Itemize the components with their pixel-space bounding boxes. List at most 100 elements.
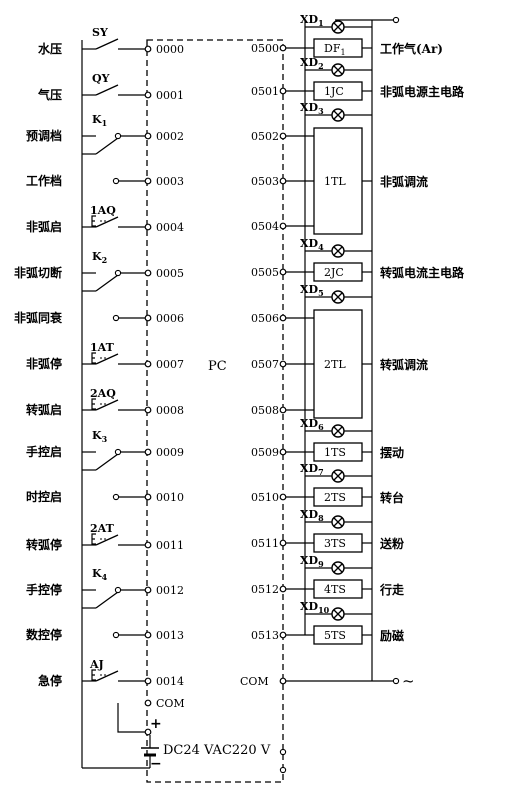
output-device-label: 2TS [324,491,346,504]
input-label: 气压 [37,87,62,102]
output-address: 0511 [251,537,279,550]
output-terminal [279,132,287,140]
input-address: 0001 [156,89,184,102]
input-terminal [144,91,152,99]
input-terminal [144,45,152,53]
input-row: 转弧停 0011 2AT [26,522,184,552]
contact-blade [95,216,119,228]
input-terminal [144,360,152,368]
contact-blade [95,353,119,365]
device-label: 2AQ [90,387,116,400]
input-terminal [144,586,152,594]
input-label: 非弧启 [26,219,62,234]
device-label: SY [92,26,108,39]
output-device-label: 3TS [324,537,346,550]
output-terminal [279,448,287,456]
input-address: 0005 [156,267,184,280]
input-label: 手控停 [26,582,62,597]
output-address: 0513 [251,629,279,642]
toggle-switch-arm [95,453,119,471]
output-address: 0510 [251,491,279,504]
contact-blade [95,670,119,682]
output-address: 0508 [251,404,279,417]
input-address: 0013 [156,629,184,642]
output-function: 行走 [379,582,404,597]
output-address: 0512 [251,583,279,596]
input-label: 时控启 [26,489,62,504]
device-label: K4 [92,567,108,582]
input-terminal [144,314,152,322]
indicator-label: XD10 [300,600,330,615]
input-row: 水压 0000 SY [38,26,184,56]
input-address: 0000 [156,43,184,56]
output-function: 非弧电源主电路 [380,84,465,99]
input-label: 工作档 [26,173,62,188]
switch-contact [112,314,120,322]
input-terminal [144,223,152,231]
contact-blade [95,534,119,546]
output-terminal [279,360,287,368]
output-row: 0504 [251,220,314,233]
output-row: 0508 [251,404,314,417]
toggle-switch-arm [95,137,119,155]
indicator-label: XD3 [300,101,324,116]
switch-contact [112,631,120,639]
contact-blade [95,38,119,50]
input-label: 非弧切断 [14,265,62,280]
output-terminal [279,314,287,322]
output-address: 0503 [251,175,279,188]
input-com-label: COM [156,697,185,710]
output-terminal [279,44,287,52]
input-terminal [144,269,152,277]
input-row: 数控停 0013 [26,627,184,642]
switch-contact [112,177,120,185]
output-function: 摆动 [380,445,404,460]
output-function: 工作气(Ar) [380,41,443,56]
output-device-label: DF1 [324,42,346,57]
indicator-label: XD2 [300,56,324,71]
device-label: 1AT [90,341,115,354]
input-terminal [144,493,152,501]
input-label: 数控停 [26,627,62,642]
input-label: 转弧停 [26,537,62,552]
output-com-label: COM [240,675,269,688]
toggle-switch-arm [95,274,119,292]
minus-sign: − [150,756,162,772]
output-function: 转弧调流 [380,357,428,372]
input-address: 0010 [156,491,184,504]
device-label: QY [92,72,110,85]
output-address: 0502 [251,130,279,143]
output-function: 励磁 [380,628,404,643]
push-button-actuator [91,398,96,410]
contact-blade [95,399,119,411]
device-label: K1 [92,113,107,128]
output-device-label: 1TS [324,446,346,459]
input-address: 0006 [156,312,184,325]
push-button-actuator [91,533,96,545]
input-label: 水压 [38,41,62,56]
output-device-label: 2JC [324,266,344,279]
input-label: 非弧停 [26,356,62,371]
device-label: 1AQ [90,204,116,217]
output-device-label: 4TS [324,583,346,596]
input-address: 0011 [156,539,184,552]
device-label: 2AT [90,522,115,535]
toggle-switch-arm [95,591,119,609]
regulator-box [313,309,363,419]
output-address: 0500 [251,42,279,55]
output-address: 0501 [251,85,279,98]
push-button-actuator [91,669,96,681]
